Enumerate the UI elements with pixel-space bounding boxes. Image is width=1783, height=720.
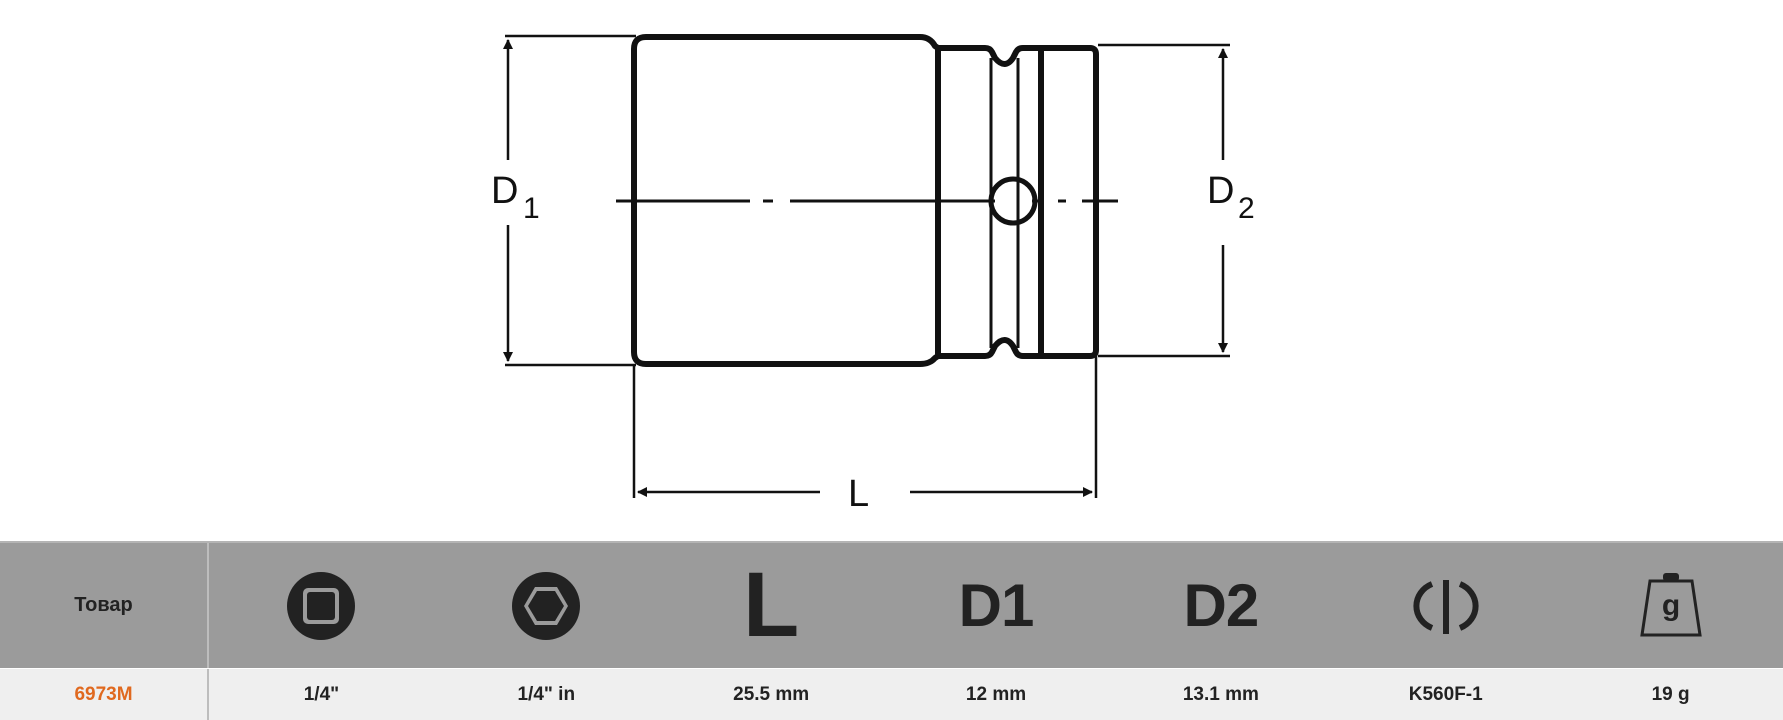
table-row: 6973M 1/4" 1/4" in 25.5 mm 12 mm 13.1 mm…: [0, 668, 1783, 720]
header-size: [434, 543, 659, 668]
ring-pin-icon: [1413, 579, 1479, 634]
header-d2: D2: [1108, 543, 1333, 668]
length-icon: L: [743, 554, 800, 656]
product-code-link[interactable]: 6973M: [74, 683, 133, 705]
socket-technical-drawing: D 1 D 2 L: [491, 34, 1255, 515]
table-header-row: Товар L D1 D2: [0, 543, 1783, 668]
d2-dimension: [1098, 43, 1230, 358]
header-weight: g: [1558, 543, 1783, 668]
cell-d2: 13.1 mm: [1182, 683, 1259, 705]
header-drive: [209, 543, 434, 668]
svg-text:g: g: [1661, 589, 1679, 622]
header-d1: D1: [884, 543, 1109, 668]
cell-d1: 12 mm: [965, 683, 1027, 705]
header-length: L: [659, 543, 884, 668]
header-product: Товар: [0, 543, 209, 668]
header-ring-pin: [1333, 543, 1558, 668]
spec-table: Товар L D1 D2: [0, 541, 1783, 720]
length-dimension: [632, 356, 1098, 498]
socket-detail-lines: [988, 58, 1038, 348]
length-label: L: [848, 473, 869, 515]
cell-weight: 19 g: [1651, 683, 1690, 705]
weight-icon: g: [1639, 572, 1702, 636]
d1-icon: D1: [958, 572, 1035, 639]
cell-length: 25.5 mm: [733, 683, 810, 705]
d1-label: D: [491, 170, 518, 212]
cell-ring-pin: K560F-1: [1408, 683, 1483, 705]
d2-icon: D2: [1183, 572, 1260, 639]
cell-drive: 1/4": [303, 683, 340, 705]
d1-subscript: 1: [523, 192, 540, 225]
hex-socket-icon: [512, 571, 581, 640]
d2-label: D: [1207, 170, 1234, 212]
cell-product-code[interactable]: 6973M: [0, 669, 209, 720]
square-drive-icon: [287, 571, 356, 640]
header-product-label: Товар: [74, 594, 133, 616]
cell-size: 1/4" in: [517, 683, 576, 705]
d2-subscript: 2: [1238, 192, 1255, 225]
d1-dimension: [503, 34, 636, 367]
